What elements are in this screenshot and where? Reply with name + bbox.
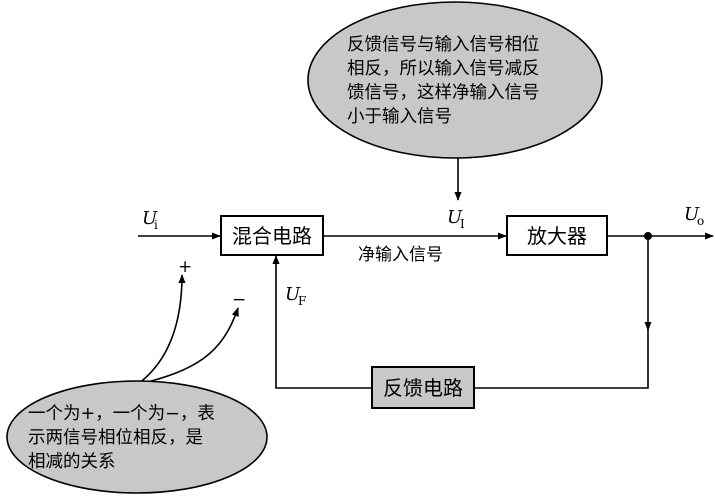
feedback-right-line — [474, 328, 649, 389]
net-input-signal-label: U I — [447, 207, 465, 231]
mixer-block: 混合电路 — [220, 215, 324, 256]
output-signal-label: U o — [684, 204, 704, 228]
top-note-line-4: 小于输入信号 — [347, 107, 452, 127]
bottom-note-line-2: 示两信号相位相反，是 — [28, 428, 203, 448]
net-input-text: 净输入信号 — [358, 245, 443, 265]
amplifier-label: 放大器 — [527, 224, 587, 248]
top-note-line-2: 相反，所以输入信号减反 — [347, 59, 540, 79]
plus-pointer-curve — [137, 274, 186, 385]
feedback-block: 反馈电路 — [371, 366, 475, 409]
svg-text:U: U — [684, 204, 700, 225]
svg-text:I: I — [460, 217, 465, 231]
feedback-label: 反馈电路 — [383, 376, 463, 400]
feedback-return-line — [272, 255, 372, 389]
svg-text:U: U — [285, 284, 301, 305]
plus-sign: + — [178, 257, 192, 277]
svg-text:U: U — [447, 207, 463, 228]
svg-text:F: F — [298, 294, 306, 308]
top-note-line-1: 反馈信号与输入信号相位 — [347, 35, 540, 55]
top-note-bubble: 反馈信号与输入信号相位 相反，所以输入信号减反 馈信号，这样净输入信号 小于输入… — [307, 1, 603, 159]
input-signal-label: U i — [142, 208, 158, 232]
svg-text:i: i — [154, 218, 158, 232]
amplifier-block: 放大器 — [506, 215, 608, 256]
mixer-label: 混合电路 — [232, 224, 312, 248]
feedback-signal-label: U F — [285, 284, 306, 308]
top-note-line-3: 馈信号，这样净输入信号 — [347, 83, 540, 103]
bottom-note-line-1: 一个为+，一个为−，表 — [28, 404, 215, 424]
bottom-note-line-3: 相减的关系 — [28, 452, 116, 472]
svg-text:o: o — [697, 214, 704, 228]
bottom-note-bubble: 一个为+，一个为−，表 示两信号相位相反，是 相减的关系 — [6, 380, 268, 494]
minus-sign: − — [232, 290, 246, 310]
svg-text:U: U — [142, 208, 158, 229]
minus-pointer-curve — [139, 307, 239, 385]
